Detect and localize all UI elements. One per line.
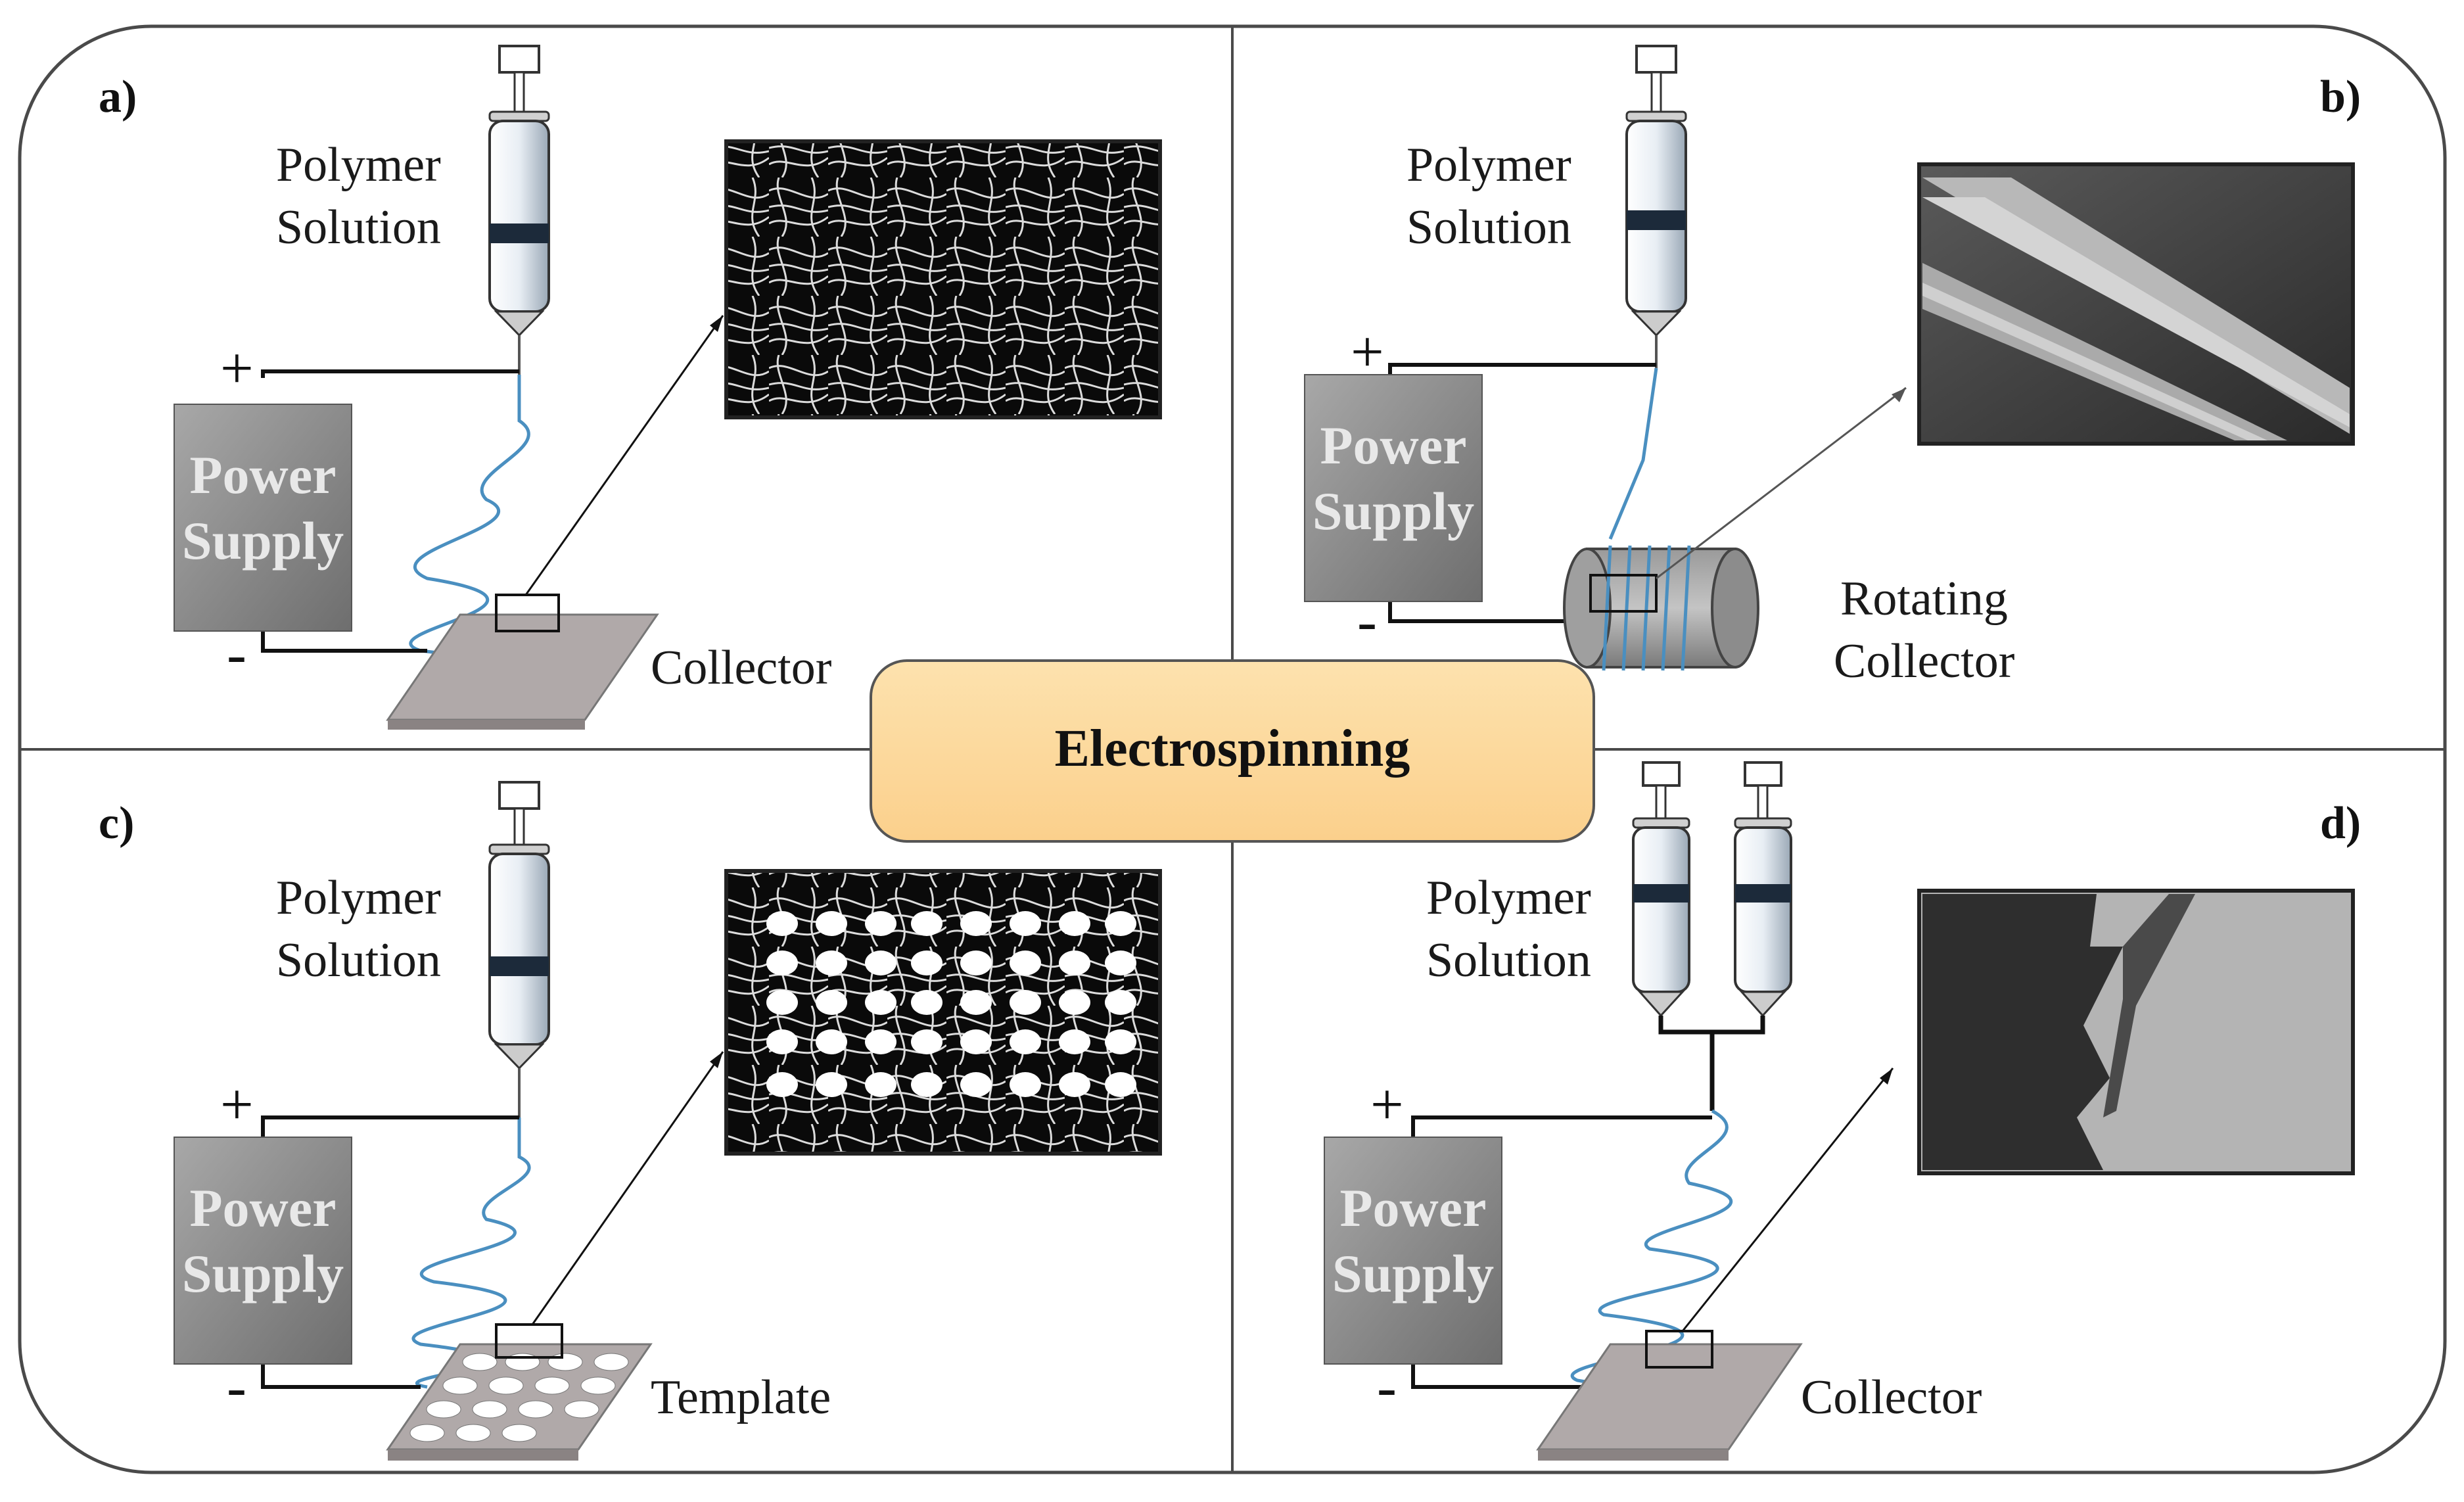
- solution-label-line1: Polymer: [1406, 138, 1571, 192]
- zoom-arrow: [531, 1051, 724, 1325]
- minus-sign: -: [227, 622, 246, 687]
- panel-tag: c): [99, 798, 134, 849]
- positive-wire: [1388, 363, 1656, 378]
- solution-label-line2: Solution: [276, 933, 441, 987]
- center-title: Electrospinning: [1055, 720, 1410, 778]
- power-supply: [174, 1137, 352, 1365]
- solution-label-line1: Polymer: [1426, 871, 1591, 925]
- plus-sign: +: [1370, 1072, 1404, 1137]
- positive-wire: [261, 1115, 519, 1140]
- solution-label-line2: Solution: [1426, 933, 1591, 987]
- power-supply: [174, 404, 352, 632]
- sem-image-aligned-fibers: [1917, 162, 2355, 446]
- panel-c: c) Polymer Solution + - Power Supply: [99, 781, 1162, 1461]
- negative-wire: [1388, 601, 1577, 623]
- positive-wire: [261, 369, 519, 378]
- center-label: Electrospinning: [870, 659, 1595, 843]
- sem-image-random-fibers: [724, 139, 1162, 419]
- minus-sign: -: [227, 1355, 246, 1420]
- plus-sign: +: [1351, 319, 1384, 385]
- sem-image-patterned-fibers: [724, 869, 1162, 1156]
- zoom-box: [1645, 1330, 1713, 1369]
- positive-wire: [1411, 1115, 1712, 1144]
- negative-wire: [1411, 1364, 1597, 1389]
- solution-label-line2: Solution: [276, 200, 441, 254]
- power-supply-label-line2: Supply: [1313, 481, 1474, 541]
- dual-syringe: [1632, 761, 1792, 1111]
- zoom-arrow: [524, 315, 724, 596]
- power-supply-label-line2: Supply: [182, 1244, 344, 1303]
- zoom-arrow: [1656, 387, 1907, 580]
- plus-sign: +: [220, 336, 254, 401]
- sem-image-core-shell-fibers: [1917, 889, 2355, 1175]
- collector-label-line1: Rotating: [1840, 572, 2008, 626]
- template-plate: [386, 1343, 653, 1461]
- power-supply-label-line1: Power: [189, 1178, 336, 1238]
- rotating-collector-drum: [1563, 545, 1759, 671]
- zoom-box: [495, 594, 560, 632]
- power-supply-label-line2: Supply: [182, 511, 344, 571]
- panel-tag: b): [2320, 72, 2361, 122]
- negative-wire: [261, 631, 427, 653]
- panel-b: b) Polymer Solution + - Power Supply: [1304, 45, 2361, 688]
- power-supply-label-line1: Power: [189, 445, 336, 505]
- panel-tag: a): [99, 72, 137, 122]
- panel-a: a) Polymer Solution + - Power Supply Col…: [99, 45, 1162, 730]
- template-label: Template: [651, 1371, 831, 1424]
- collector-label-line2: Collector: [1834, 634, 2014, 688]
- minus-sign: -: [1377, 1355, 1397, 1420]
- power-supply-label-line2: Supply: [1332, 1244, 1494, 1303]
- panel-tag: d): [2320, 798, 2361, 849]
- zoom-arrow: [1681, 1068, 1894, 1332]
- fiber-jet: [1608, 367, 1658, 540]
- negative-wire: [261, 1364, 421, 1389]
- solution-label-line1: Polymer: [276, 871, 441, 925]
- collector-label: Collector: [651, 641, 831, 695]
- power-supply-label-line1: Power: [1320, 415, 1466, 475]
- solution-label-line2: Solution: [1406, 200, 1571, 254]
- power-supply-label-line1: Power: [1339, 1178, 1486, 1238]
- zoom-box: [495, 1323, 563, 1359]
- syringe: [488, 45, 550, 375]
- zoom-box: [1589, 574, 1658, 613]
- power-supply: [1304, 374, 1483, 602]
- panel-d: d) Polymer Solution + - Power Supply: [1324, 761, 2361, 1461]
- collector-label: Collector: [1801, 1371, 1982, 1424]
- syringe: [488, 781, 550, 1117]
- syringe: [1625, 45, 1687, 368]
- plus-sign: +: [220, 1072, 254, 1137]
- solution-label-line1: Polymer: [276, 138, 441, 192]
- power-supply: [1324, 1137, 1502, 1365]
